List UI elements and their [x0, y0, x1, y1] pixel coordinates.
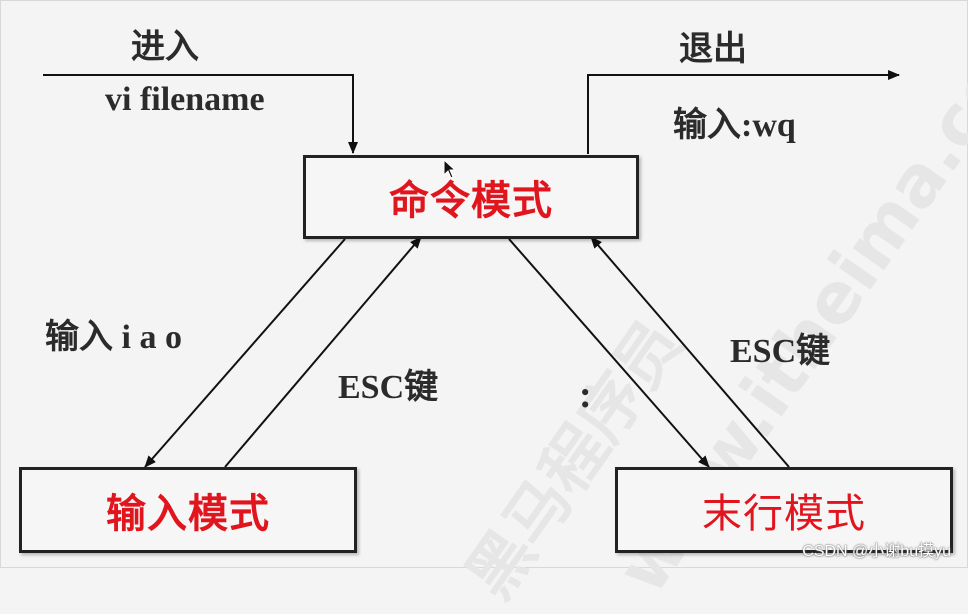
- csdn-credit: CSDN @小谢bu摸yu: [802, 543, 951, 560]
- arrow-command-to-lastline: [508, 238, 710, 468]
- lastline-mode-box: 末行模式: [615, 467, 953, 553]
- exit-heading: 退出: [679, 29, 747, 69]
- lastline-mode-label: 末行模式: [702, 491, 866, 537]
- arrow-insert-to-command: [224, 236, 422, 468]
- exit-command: 输入:wq: [673, 107, 796, 144]
- arrow-command-to-insert: [144, 238, 346, 468]
- enter-command: vi filename: [105, 81, 265, 118]
- enter-heading: 进入: [131, 27, 199, 67]
- esc-label-right: ESC键: [730, 333, 831, 370]
- insert-mode-label: 输入模式: [106, 491, 270, 537]
- command-mode-label: 命令模式: [389, 178, 553, 224]
- enter-arrow: [43, 74, 358, 154]
- insert-mode-box: 输入模式: [19, 467, 357, 553]
- colon-label: :: [579, 374, 592, 416]
- arrow-lastline-to-command: [590, 236, 790, 468]
- esc-label-left: ESC键: [338, 369, 439, 406]
- insert-keys: 输入 i a o: [45, 319, 182, 356]
- command-mode-box: 命令模式: [303, 155, 639, 239]
- mouse-cursor-icon: [443, 159, 457, 179]
- connector-lines: [43, 70, 900, 468]
- exit-arrow: [587, 70, 900, 154]
